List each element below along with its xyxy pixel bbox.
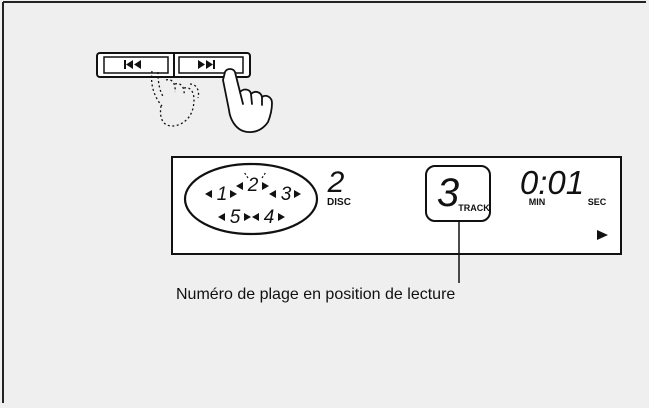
play-icon	[597, 230, 608, 240]
track-highlight-frame	[425, 165, 491, 222]
caption: Numéro de plage en position de lecture	[176, 286, 456, 303]
disc-slot-5-label: 5	[230, 207, 241, 228]
skip-forward-icon	[198, 60, 215, 69]
disc-slot-4: 4	[252, 207, 285, 228]
disc-slot-2-label: 2	[247, 175, 259, 196]
skip-forward-button[interactable]	[178, 56, 244, 74]
skip-back-button[interactable]	[103, 56, 169, 74]
track-number: 3	[437, 171, 459, 215]
disc-number: 2	[327, 166, 345, 199]
hand-press-icon	[222, 68, 273, 134]
disc-slot-2-selected-marks	[243, 171, 267, 179]
skip-buttons	[96, 52, 251, 78]
disc-slot-1-label: 1	[217, 184, 228, 205]
skip-forward-frame	[178, 56, 244, 74]
disc-slot-2: 2	[236, 175, 269, 196]
skip-back-frame	[103, 56, 169, 74]
skip-back-icon	[124, 60, 141, 69]
disc-slot-1: 1	[205, 184, 237, 205]
min-label: MIN	[529, 197, 546, 207]
sec-label: SEC	[588, 197, 607, 207]
disc-carousel: 1 2 3 4 5	[183, 162, 319, 236]
track-label: TRACK	[458, 203, 490, 213]
cd-display-panel: 1 2 3 4 5	[171, 156, 622, 255]
hand-outline-dotted-icon	[150, 70, 200, 127]
disc-slot-3-label: 3	[281, 184, 292, 205]
disc-slot-5: 5	[218, 207, 251, 228]
disc-slot-3: 3	[269, 184, 301, 205]
disc-label: DISC	[327, 197, 351, 208]
disc-slot-4-label: 4	[264, 207, 275, 228]
elapsed-time: 0:01	[520, 164, 584, 201]
